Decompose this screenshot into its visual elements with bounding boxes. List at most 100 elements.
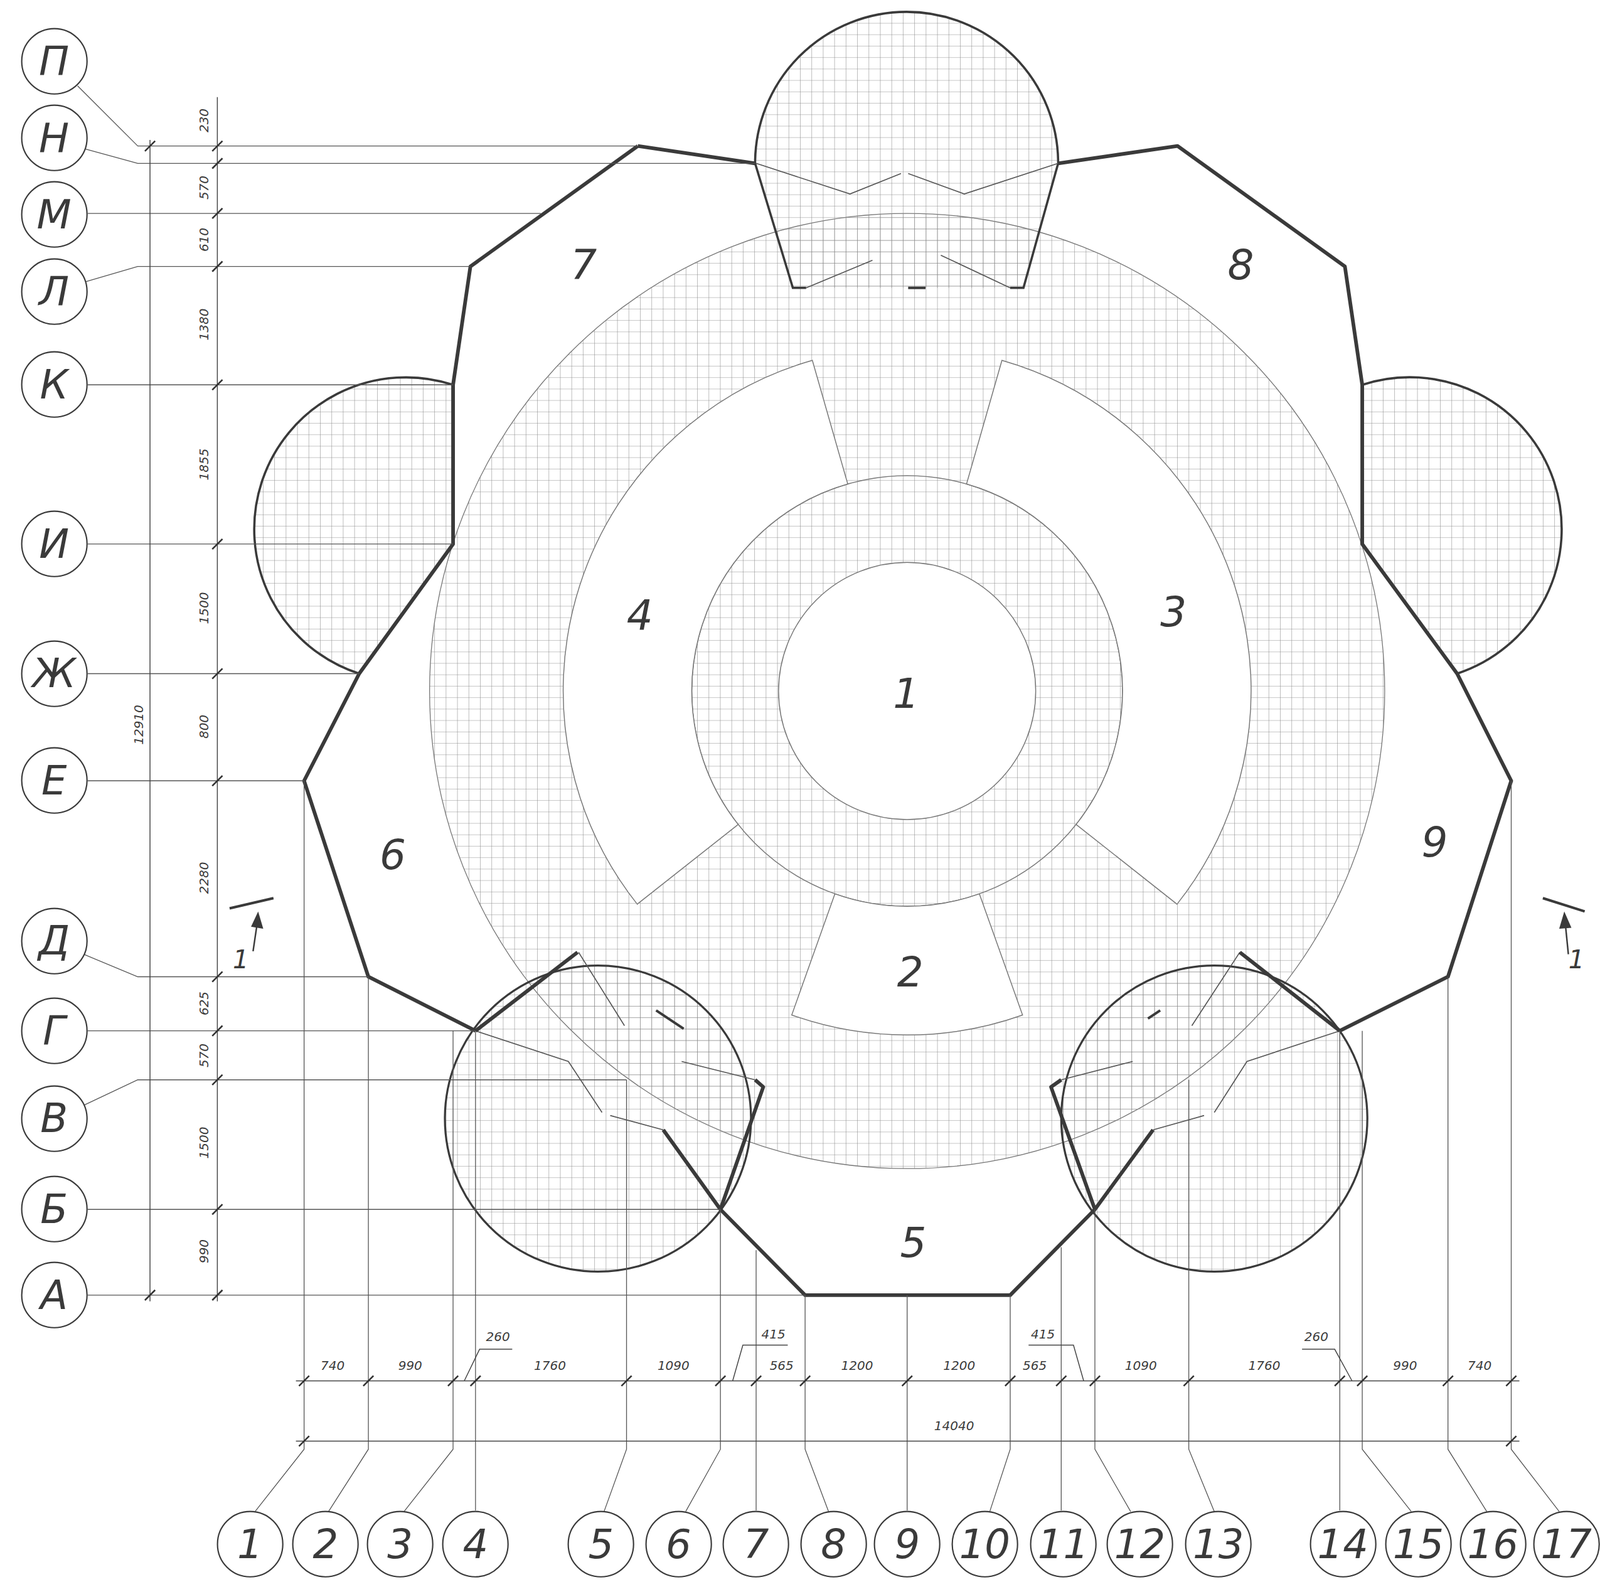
axis-label: 1 <box>237 1524 263 1565</box>
axis-label: В <box>40 1098 68 1139</box>
room-number: 8 <box>1227 244 1255 287</box>
axis-label: Ж <box>32 653 76 694</box>
room-area: 8 <box>1222 240 1260 290</box>
axis-label: И <box>38 523 70 565</box>
dimension-text: 990 <box>398 1359 423 1372</box>
dimension-text: 1855 <box>197 448 211 481</box>
dimension-text: 610 <box>197 227 211 252</box>
dimension-ticks <box>144 141 1517 1447</box>
axis-bubble: 3 <box>366 1510 434 1578</box>
dimension-text: 1500 <box>197 1126 211 1159</box>
axis-bubble: Г <box>20 997 88 1065</box>
dimension-text: 1200 <box>943 1359 976 1372</box>
axis-label: 6 <box>665 1524 692 1565</box>
axis-bubble: Д <box>20 907 88 975</box>
circle-outlines <box>254 11 1562 674</box>
dimension-text: 570 <box>197 175 211 200</box>
room-area: 2 <box>892 948 929 998</box>
rooms <box>563 360 1252 1035</box>
axis-label: 10 <box>959 1524 1011 1565</box>
dimension-text: 2280 <box>197 861 211 894</box>
dimension-text: 1760 <box>533 1359 566 1372</box>
axis-bubble: 16 <box>1459 1510 1527 1578</box>
axis-label: 17 <box>1541 1524 1592 1565</box>
room-number: 9 <box>1421 821 1449 864</box>
axis-label: 14 <box>1317 1524 1368 1565</box>
dimension-text: 260 <box>486 1330 511 1343</box>
room-area: 7 <box>565 240 602 290</box>
room-number: 2 <box>897 951 924 994</box>
axis-bubble: Е <box>20 746 88 814</box>
axis-label: 16 <box>1467 1524 1519 1565</box>
axis-bubble: Л <box>20 257 88 326</box>
axis-bubble: 8 <box>800 1510 868 1578</box>
dimension-text: 14040 <box>934 1419 975 1432</box>
axis-label: Л <box>38 271 70 312</box>
dimension-text: 1760 <box>1248 1359 1281 1372</box>
axis-label: М <box>37 194 72 235</box>
axis-bubble: Б <box>20 1175 88 1243</box>
inner-lines <box>475 163 1340 1130</box>
axis-label: П <box>38 41 70 82</box>
axis-bubble: А <box>20 1261 88 1329</box>
dimension-text: 800 <box>197 714 211 739</box>
axis-label: 15 <box>1392 1524 1444 1565</box>
axis-bubble: К <box>20 350 88 418</box>
axis-bubble: 11 <box>1029 1510 1097 1578</box>
dimension-text: 1200 <box>841 1359 874 1372</box>
axis-bubble: М <box>20 180 88 248</box>
dimension-text: 12910 <box>132 704 145 745</box>
axis-bubble: 17 <box>1532 1510 1600 1578</box>
axis-label: 3 <box>387 1524 413 1565</box>
axis-label: Д <box>38 920 70 961</box>
axis-label: Б <box>40 1189 68 1230</box>
room-number: 3 <box>1160 591 1187 634</box>
axis-label: Е <box>41 760 67 801</box>
axis-label: 13 <box>1192 1524 1244 1565</box>
axis-label: 8 <box>820 1524 847 1565</box>
room-area: 6 <box>374 830 411 880</box>
dimension-text: 565 <box>1022 1359 1047 1372</box>
axis-bubble: 2 <box>291 1510 359 1578</box>
dimension-text: 990 <box>197 1239 211 1264</box>
short-wall-marks <box>656 288 1161 1030</box>
room-area: 5 <box>895 1218 932 1268</box>
axis-label: 7 <box>743 1524 770 1565</box>
dimension-text: 570 <box>197 1042 211 1067</box>
dimension-text: 230 <box>197 108 211 133</box>
dimension-text: 260 <box>1304 1330 1329 1343</box>
axis-bubble: 13 <box>1184 1510 1252 1578</box>
room-area: 4 <box>621 591 659 640</box>
axis-bubble: И <box>20 510 88 578</box>
room-number: 1 <box>892 673 920 715</box>
axis-bubble: 6 <box>645 1510 713 1578</box>
section-arrows <box>250 911 1572 929</box>
dimension-text: 1090 <box>657 1359 690 1372</box>
axis-label: Н <box>38 117 70 159</box>
axis-label: 11 <box>1037 1524 1089 1565</box>
dimension-text: 415 <box>761 1327 786 1341</box>
room-area: 1 <box>887 669 925 719</box>
room-number: 4 <box>626 594 654 637</box>
axis-bubble: 10 <box>951 1510 1019 1578</box>
axis-bubble: 7 <box>722 1510 790 1578</box>
dimension-text: 740 <box>1467 1359 1492 1372</box>
axis-label: А <box>40 1274 68 1316</box>
dimension-text: 990 <box>1392 1359 1417 1372</box>
dimension-text: 1500 <box>197 592 211 625</box>
axis-bubble: 12 <box>1106 1510 1174 1578</box>
dimension-text: 565 <box>769 1359 794 1372</box>
axis-label: К <box>39 364 68 405</box>
axis-bubble: 15 <box>1384 1510 1452 1578</box>
axis-lines <box>77 85 1560 1512</box>
room-area: 3 <box>1155 587 1192 637</box>
hatched-areas <box>254 11 1562 1272</box>
axis-bubble: 5 <box>567 1510 635 1578</box>
axis-label: 4 <box>462 1524 489 1565</box>
axis-label: 9 <box>894 1524 920 1565</box>
axis-bubble: В <box>20 1084 88 1152</box>
axis-bubble: Ж <box>20 640 88 708</box>
axis-bubble: 4 <box>441 1510 509 1578</box>
